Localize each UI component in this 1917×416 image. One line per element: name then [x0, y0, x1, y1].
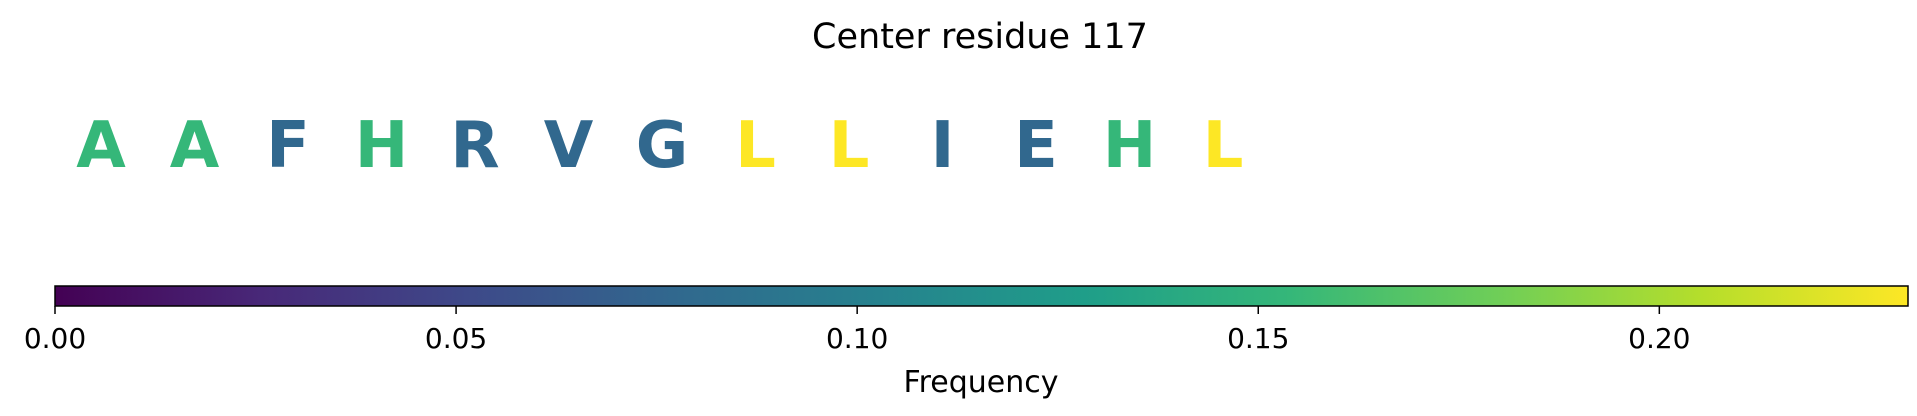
- residue-letter: E: [1014, 109, 1058, 183]
- colorbar-label: Frequency: [904, 365, 1059, 400]
- residue-letter: V: [544, 109, 594, 183]
- residue-letter: L: [735, 109, 776, 183]
- colorbar-gradient: [55, 286, 1908, 306]
- residue-letter: G: [636, 109, 689, 183]
- residue-letter: L: [829, 109, 870, 183]
- colorbar-tick-label: 0.05: [425, 322, 487, 355]
- colorbar-ticks: 0.00 0.05 0.10 0.15 0.20: [24, 306, 1691, 355]
- residue-letter: F: [266, 109, 310, 183]
- colorbar-tick-label: 0.15: [1227, 322, 1289, 355]
- residue-letter: A: [170, 109, 220, 183]
- residue-letter: I: [931, 109, 955, 183]
- residue-letter: A: [76, 109, 126, 183]
- colorbar-tick-label: 0.20: [1628, 322, 1690, 355]
- residue-letter: L: [1203, 109, 1244, 183]
- residue-letter: H: [1103, 109, 1157, 183]
- colorbar-tick-label: 0.00: [24, 322, 86, 355]
- colorbar: 0.00 0.05 0.10 0.15 0.20: [24, 285, 1909, 355]
- colorbar-tick-label: 0.10: [826, 322, 888, 355]
- residue-letter: H: [355, 109, 409, 183]
- colorbar-outline: [54, 285, 1909, 307]
- residue-letter: R: [450, 109, 499, 183]
- chart-title: Center residue 117: [812, 17, 1148, 57]
